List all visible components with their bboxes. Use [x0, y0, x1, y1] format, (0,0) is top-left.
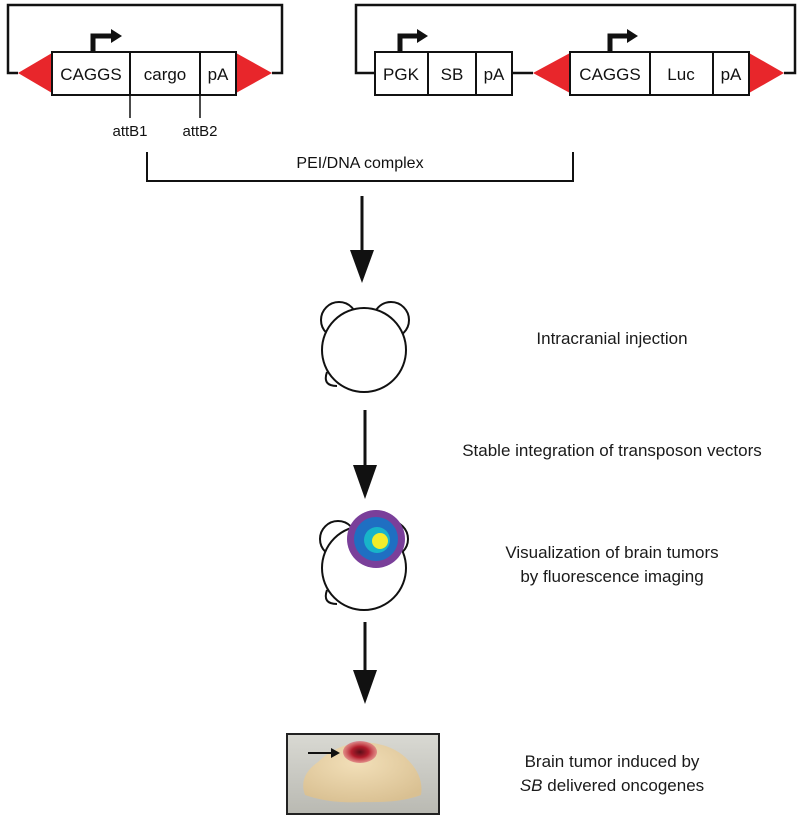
- segment-label-pa: pA: [484, 65, 505, 84]
- ir-triangle-right-2: [749, 53, 784, 93]
- step-text: Brain tumor induced by: [524, 752, 700, 771]
- step-text-line2: SB delivered oncogenes: [432, 774, 792, 798]
- step-text: by fluorescence imaging: [520, 567, 704, 586]
- ir-triangle-left-2: [236, 53, 272, 93]
- promoter-arrow-icon: [397, 33, 419, 52]
- segment-label-sb: SB: [441, 65, 464, 84]
- complex-label: PEI/DNA complex: [296, 155, 423, 172]
- step-label-visualization: Visualization of brain tumors by fluores…: [432, 541, 792, 589]
- flow-arrow-2: [353, 410, 377, 499]
- tumor-pointer-arrowhead-icon: [331, 748, 340, 758]
- flow-arrow-3: [353, 622, 377, 704]
- step-label-integration: Stable integration of transposon vectors: [432, 439, 792, 463]
- segment-label-luc: Luc: [667, 65, 695, 84]
- promoter-arrowhead-icon: [417, 29, 428, 43]
- plasmid-backbone-right: [354, 3, 797, 75]
- segment-box: [475, 51, 513, 96]
- step-text: Intracranial injection: [536, 329, 688, 348]
- segment-label-pgk: PGK: [383, 65, 420, 84]
- segment-box: [712, 51, 750, 96]
- promoter-arrowhead-icon: [627, 29, 638, 43]
- step-label-tumor: Brain tumor induced by SB delivered onco…: [432, 750, 792, 798]
- construct-left: CAGGS cargo pA attB1 attB2: [6, 3, 284, 140]
- promoter-arrowhead-icon: [111, 29, 122, 43]
- segment-label-cargo: cargo: [144, 65, 187, 84]
- ir-triangle-left-1: [18, 53, 52, 93]
- segment-label-pa: pA: [721, 65, 742, 84]
- attb1-label: attB1: [112, 123, 147, 140]
- step-label-injection: Intracranial injection: [432, 327, 792, 351]
- segment-label-cagggs: CAGGS: [60, 65, 121, 84]
- fluorescence-signal-icon: [347, 510, 405, 568]
- plasmid-backbone-left: [6, 3, 284, 75]
- construct-right: PGK SB pA CAGGS Luc pA: [354, 3, 797, 96]
- step-text: Visualization of brain tumors: [505, 543, 719, 562]
- ir-triangle-right-1: [533, 53, 570, 93]
- flow-arrow-1: [350, 196, 374, 283]
- sb-italic: SB: [519, 776, 543, 795]
- brain-tumor-photo: [286, 733, 440, 815]
- segment-box: [374, 51, 429, 96]
- segment-label-pa: pA: [208, 65, 229, 84]
- attb2-label: attB2: [182, 123, 217, 140]
- mouse-head-icon: [320, 301, 410, 393]
- segment-box: [199, 51, 237, 96]
- segment-label-cagggs: CAGGS: [579, 65, 640, 84]
- segment-box: [129, 51, 201, 96]
- promoter-arrow-icon: [607, 33, 629, 52]
- step-text-rest: delivered oncogenes: [542, 776, 705, 795]
- step-text: Stable integration of transposon vectors: [462, 441, 762, 460]
- pei-dna-bracket: PEI/DNA complex: [146, 152, 574, 182]
- promoter-arrow-icon: [90, 33, 113, 52]
